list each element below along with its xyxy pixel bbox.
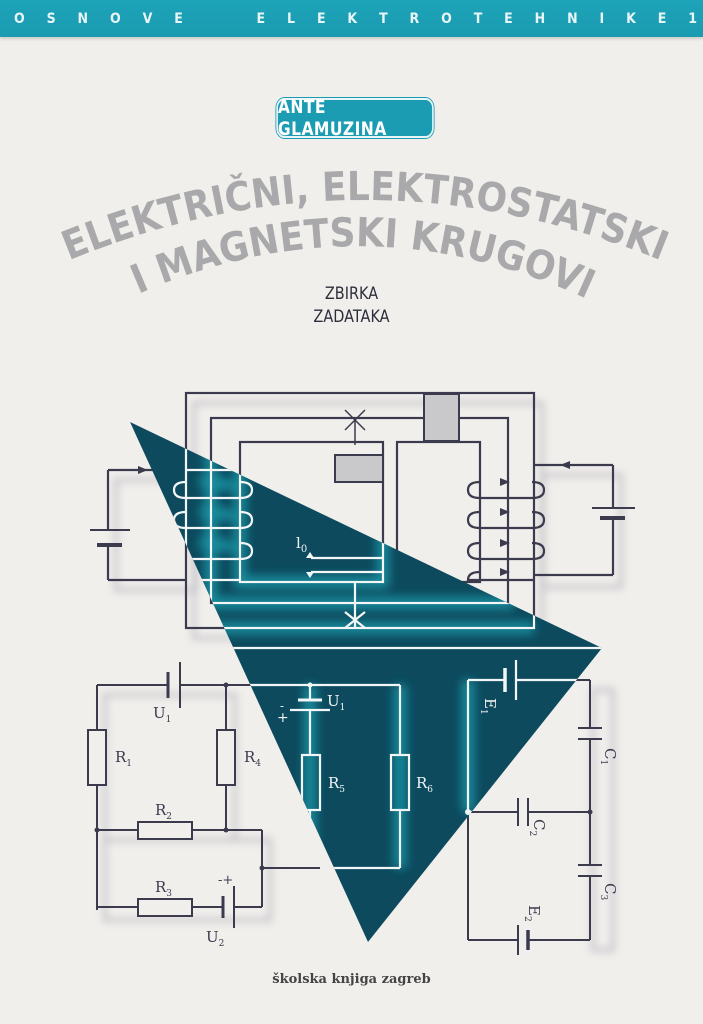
- series-letter: K: [347, 10, 358, 27]
- author-badge: ANTE GLAMUZINA: [276, 96, 434, 140]
- series-letter: E: [174, 10, 183, 27]
- series-letter: V: [142, 10, 153, 27]
- polarity-plus: +: [277, 710, 289, 726]
- series-letter: O: [441, 10, 452, 27]
- label-u2: U2: [206, 928, 224, 949]
- series-letter: E: [504, 10, 513, 27]
- label-r1: R1: [115, 748, 132, 769]
- resistor-network: [87, 662, 320, 928]
- book-title: ELEKTRIČNI, ELEKTROSTATSKI I MAGNETSKI K…: [55, 164, 674, 308]
- teal-triangle: [130, 422, 602, 942]
- series-letter: O: [109, 10, 121, 27]
- series-letter: H: [534, 10, 546, 27]
- series-letter: N: [567, 10, 578, 27]
- polarity-u2: -+: [218, 873, 233, 888]
- series-letter: R: [409, 10, 420, 27]
- series-letter: K: [626, 10, 636, 27]
- series-letter: T: [379, 10, 388, 27]
- label-e2: E2: [522, 905, 543, 922]
- core-block: [334, 454, 384, 483]
- series-letter: S: [46, 10, 56, 27]
- label-r5: R5: [328, 774, 345, 795]
- series-letter: L: [287, 10, 296, 27]
- core-block: [423, 393, 460, 442]
- label-r6: R6: [416, 774, 433, 795]
- flux-symbol: [344, 409, 366, 445]
- subtitle-line-1: ZBIRKA: [324, 284, 379, 304]
- series-letter: I: [599, 10, 605, 27]
- label-r2: R2: [155, 801, 172, 822]
- label-c2: C2: [527, 819, 548, 836]
- label-r3: R3: [155, 878, 172, 899]
- series-title-bar: O S N O V E E L E K T R O T E H N I K E …: [0, 0, 703, 37]
- gap-label: l0: [296, 534, 307, 555]
- series-letter: 1: [688, 10, 697, 27]
- label-c3: C3: [598, 883, 619, 900]
- label-e1: E1: [478, 698, 499, 715]
- circuit-diagram: l0 U1 R1 R4 R2 R3 U2 -+ U1 - + R5: [87, 391, 635, 955]
- label-u1-mid: U1: [327, 692, 345, 713]
- series-letter: E: [657, 10, 667, 27]
- series-letter: E: [316, 10, 326, 27]
- series-letter: T: [473, 10, 483, 27]
- subtitle-line-2: ZADATAKA: [313, 307, 390, 327]
- series-gap: [205, 11, 235, 27]
- label-u1-left: U1: [153, 704, 171, 725]
- label-c1: C1: [598, 748, 619, 765]
- label-r4: R4: [244, 748, 261, 769]
- polarity-minus: -: [280, 699, 284, 713]
- series-letter: E: [256, 10, 266, 27]
- series-letter: O: [14, 10, 25, 27]
- publisher-name: školska knjiga zagreb: [272, 972, 431, 987]
- series-letter: N: [77, 10, 89, 27]
- series-title: O S N O V E E L E K T R O T E H N I K E …: [0, 11, 703, 27]
